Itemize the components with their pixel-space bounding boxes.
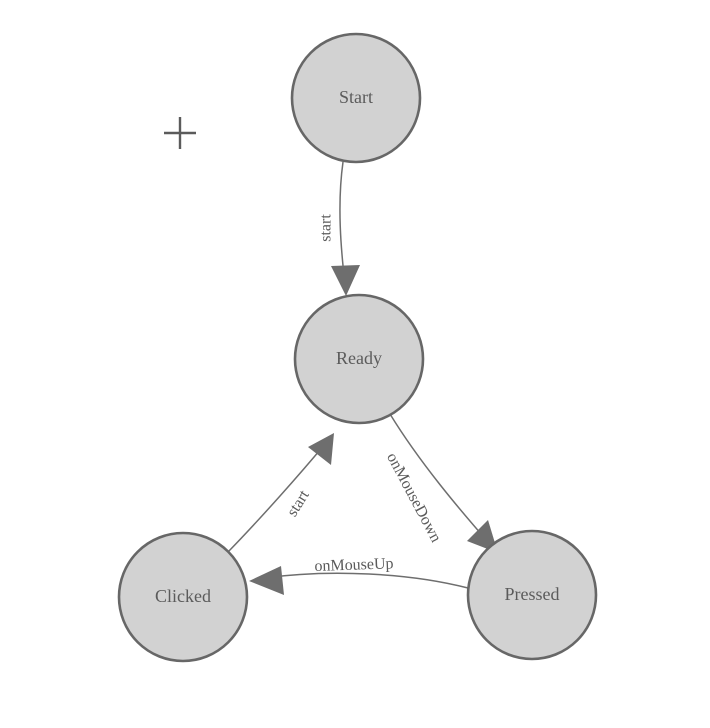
edge-path <box>227 443 326 553</box>
edge-path <box>263 572 469 589</box>
arrowhead-icon <box>308 433 334 465</box>
edge-label-start-to-ready: start <box>318 214 335 242</box>
arrowhead-icon <box>467 520 498 553</box>
state-node-shape <box>466 529 598 661</box>
state-node-ready[interactable]: Ready <box>293 293 425 425</box>
edge-label-ready-to-pressed: onMouseDown <box>383 450 444 545</box>
edge-clicked-to-ready[interactable]: start <box>227 433 334 553</box>
arrowhead-icon <box>331 265 360 296</box>
state-node-shape <box>117 531 249 663</box>
state-node-clicked[interactable]: Clicked <box>117 531 249 663</box>
state-node-shape <box>290 32 422 164</box>
edge-label-pressed-to-clicked: onMouseUp <box>314 555 394 575</box>
edge-label-clicked-to-ready: start <box>284 487 313 520</box>
state-node-label: Ready <box>336 348 382 368</box>
state-node-label: Pressed <box>505 584 560 604</box>
state-node-pressed[interactable]: Pressed <box>466 529 598 661</box>
state-node-start[interactable]: Start <box>290 32 422 164</box>
edge-ready-to-pressed[interactable]: onMouseDown <box>383 413 498 553</box>
edge-start-to-ready[interactable]: start <box>318 161 360 296</box>
edge-pressed-to-clicked[interactable]: onMouseUp <box>249 555 469 595</box>
arrowhead-icon <box>249 566 284 595</box>
state-node-label: Clicked <box>155 586 211 606</box>
crosshair-marker <box>164 117 196 149</box>
state-node-shape <box>293 293 425 425</box>
state-node-label: Start <box>339 87 373 107</box>
